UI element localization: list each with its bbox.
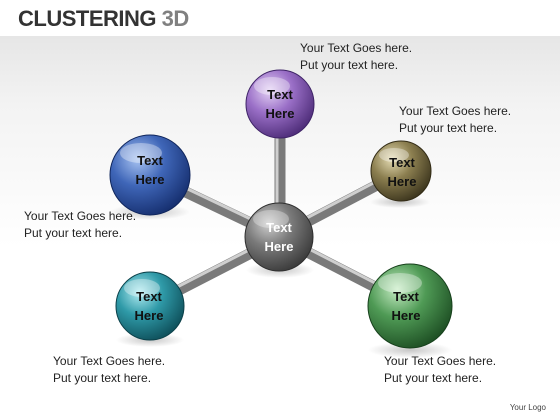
node-lower-right: Text Here [367,263,453,349]
callout-bottom-right: Your Text Goes here. Put your text here. [384,353,496,387]
callout-bottom-left: Your Text Goes here. Put your text here. [53,353,165,387]
node-center-label-2: Here [265,239,294,254]
sphere-center [244,202,314,272]
title-suffix: 3D [161,6,190,31]
callout-upper-right-line-2: Put your text here. [399,121,498,135]
page-title: CLUSTERING 3D [18,6,189,32]
node-upper-right: Text Here [370,140,432,202]
shadow-lower-right [368,342,452,358]
node-upper-right-label-1: Text [389,155,415,170]
callout-bottom-left-line-2: Put your text here. [53,371,152,385]
node-top: Text Here [245,69,315,139]
callout-left-line-1: Your Text Goes here. [24,209,137,223]
sphere-upper-right-gloss [379,148,409,162]
callout-top-line-1: Your Text Goes here. [300,41,413,55]
callout-bottom-right-line-1: Your Text Goes here. [384,354,497,368]
node-top-label-2: Here [266,106,295,121]
node-center: Text Here [244,202,314,272]
logo-placeholder: Your Logo [509,403,546,412]
sphere-top-gloss [254,77,290,95]
node-upper-right-label-2: Here [388,174,417,189]
callout-upper-right-line-1: Your Text Goes here. [399,104,512,118]
callout-left: Your Text Goes here. Put your text here. [24,208,136,242]
shadow-upper-right [370,196,430,208]
node-lower-right-label-1: Text [393,289,419,304]
node-lower-left-label-2: Here [135,308,164,323]
node-lower-left-label-1: Text [136,289,162,304]
node-lower-left: Text Here [115,271,185,341]
node-upper-left: Text Here [109,134,191,216]
callout-left-line-2: Put your text here. [24,226,123,240]
node-lower-right-label-2: Here [392,308,421,323]
node-center-label-1: Text [266,220,292,235]
callout-top: Your Text Goes here. Put your text here. [300,40,412,74]
sphere-lower-left [115,271,185,341]
sphere-lower-right-gloss [378,273,422,293]
sphere-upper-left [109,134,191,216]
sphere-upper-right [370,140,432,202]
title-main: CLUSTERING [18,6,157,31]
callout-bottom-right-line-2: Put your text here. [384,371,483,385]
callout-bottom-left-line-1: Your Text Goes here. [53,354,166,368]
callout-top-line-2: Put your text here. [300,58,399,72]
sphere-upper-left-gloss [120,143,162,163]
sphere-lower-left-gloss [124,279,160,297]
callout-upper-right: Your Text Goes here. Put your text here. [399,103,511,137]
sphere-center-gloss [253,210,289,228]
sphere-top [245,69,315,139]
node-top-label-1: Text [267,87,293,102]
node-upper-left-label-1: Text [137,153,163,168]
sphere-lower-right [367,263,453,349]
node-upper-left-label-2: Here [136,172,165,187]
